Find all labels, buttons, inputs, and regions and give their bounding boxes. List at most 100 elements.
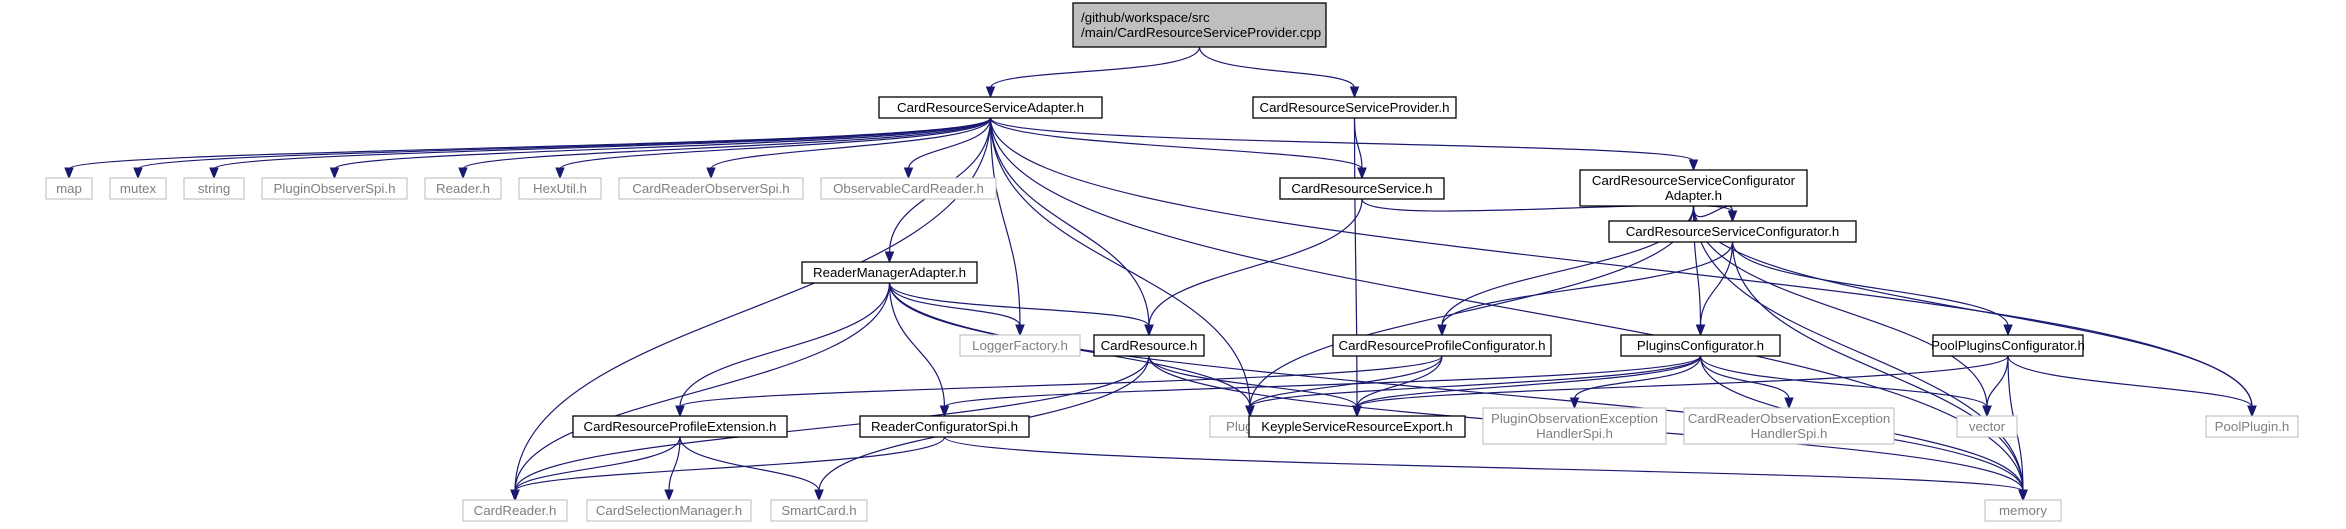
edge-configurator-to-profileConfigurator <box>1437 241 1734 337</box>
node-label-map: map <box>56 181 82 196</box>
edge-provider-to-service <box>1353 117 1367 180</box>
node-mutex: mutex <box>109 177 167 200</box>
edge-root-to-provider <box>1198 46 1360 99</box>
edge-adapter-to-readerH <box>458 117 992 180</box>
node-label-configAdapter: CardResourceServiceConfigurator <box>1592 173 1796 188</box>
node-label-mutex: mutex <box>120 181 157 196</box>
edge-readerManager-to-readerConfiguratorSpi <box>888 282 950 418</box>
edge-adapter-to-pluginObserverSpi <box>329 117 992 180</box>
node-label-cardReader: CardReader.h <box>474 503 557 518</box>
node-label-cardReaderObserverSpi: CardReaderObserverSpi.h <box>632 181 789 196</box>
edge-service-to-cardResource <box>1144 198 1363 337</box>
node-memory: memory <box>1984 499 2062 522</box>
edge-profileConfigurator-to-keypleExport <box>1352 355 1443 418</box>
edge-poolPluginsConfigurator-to-keypleExport <box>1352 355 2009 418</box>
node-label-vector: vector <box>1969 419 2006 434</box>
node-label-root: /main/CardResourceServiceProvider.cpp <box>1081 25 1321 40</box>
edge-profileExtension-to-cardReader <box>510 436 681 502</box>
node-readerManager[interactable]: ReaderManagerAdapter.h <box>801 261 978 284</box>
node-cardReaderObserverSpi: CardReaderObserverSpi.h <box>618 177 804 200</box>
node-observableCardReader: ObservableCardReader.h <box>820 177 997 200</box>
edge-poolPluginsConfigurator-to-vector <box>1982 355 2009 418</box>
node-profileExtension[interactable]: CardResourceProfileExtension.h <box>572 415 788 438</box>
node-label-profileConfigurator: CardResourceProfileConfigurator.h <box>1339 338 1546 353</box>
node-readerConfiguratorSpi[interactable]: ReaderConfiguratorSpi.h <box>859 415 1030 438</box>
edge-configAdapter-to-configurator <box>1692 205 1738 223</box>
edge-readerManager-to-cardReader <box>510 282 891 502</box>
edge-readerConfiguratorSpi-to-memory <box>943 436 2028 502</box>
node-label-observableCardReader: ObservableCardReader.h <box>833 181 984 196</box>
node-label-readerConfiguratorSpi: ReaderConfiguratorSpi.h <box>871 419 1018 434</box>
edge-root-to-adapter <box>985 46 1201 99</box>
edge-readerManager-to-profileExtension <box>675 282 891 418</box>
node-poolPluginsConfigurator[interactable]: PoolPluginsConfigurator.h <box>1931 334 2085 357</box>
node-label-cardResource: CardResource.h <box>1101 338 1198 353</box>
node-keypleExport[interactable]: KeypleServiceResourceExport.h <box>1248 415 1466 438</box>
node-label-loggerFactory: LoggerFactory.h <box>972 338 1068 353</box>
edge-profileExtension-to-smartCard <box>679 436 824 502</box>
node-label-poolPluginsConfigurator: PoolPluginsConfigurator.h <box>1931 338 2085 353</box>
node-poolPlugin: PoolPlugin.h <box>2205 415 2299 438</box>
node-provider[interactable]: CardResourceServiceProvider.h <box>1252 96 1457 119</box>
node-service[interactable]: CardResourceService.h <box>1279 177 1445 200</box>
edge-readerConfiguratorSpi-to-cardReader <box>510 436 946 502</box>
node-pluginsConfigurator[interactable]: PluginsConfigurator.h <box>1620 334 1781 357</box>
node-label-readerManager: ReaderManagerAdapter.h <box>813 265 966 280</box>
edge-adapter-to-poolPlugin <box>989 117 2257 418</box>
node-readerH: Reader.h <box>424 177 502 200</box>
node-label-pluginsConfigurator: PluginsConfigurator.h <box>1637 338 1764 353</box>
node-label-string: string <box>198 181 231 196</box>
node-cardSelectionManager: CardSelectionManager.h <box>586 499 752 522</box>
node-map: map <box>45 177 93 200</box>
node-label-keypleExport: KeypleServiceResourceExport.h <box>1261 419 1452 434</box>
edge-profileExtension-to-cardSelectionManager <box>664 436 681 502</box>
node-label-pluginObsHandler: HandlerSpi.h <box>1536 426 1613 441</box>
edge-configurator-to-poolPluginsConfigurator <box>1731 241 2013 337</box>
edge-pluginsConfigurator-to-vector <box>1699 355 1992 418</box>
node-smartCard: SmartCard.h <box>770 499 868 522</box>
edge-readerManager-to-loggerFactory <box>888 282 1025 337</box>
node-cardReader: CardReader.h <box>462 499 568 522</box>
edge-pluginsConfigurator-to-readerConfiguratorSpi <box>939 355 1702 418</box>
node-label-readerH: Reader.h <box>436 181 490 196</box>
node-label-configurator: CardResourceServiceConfigurator.h <box>1626 224 1840 239</box>
node-cardResource[interactable]: CardResource.h <box>1093 334 1205 357</box>
node-label-poolPlugin: PoolPlugin.h <box>2215 419 2290 434</box>
edge-adapter-to-string <box>209 117 992 180</box>
node-label-memory: memory <box>1999 503 2047 518</box>
edges-layer <box>64 46 2257 502</box>
edge-pluginsConfigurator-to-cardReaderObsHandler <box>1699 355 1794 410</box>
edge-adapter-to-configAdapter <box>989 117 1699 172</box>
edge-configurator-to-pluginsConfigurator <box>1695 241 1734 337</box>
node-label-cardReaderObsHandler: HandlerSpi.h <box>1751 426 1828 441</box>
edge-adapter-to-observableCardReader <box>903 117 992 180</box>
node-label-pluginObserverSpi: PluginObserverSpi.h <box>274 181 396 196</box>
edge-profileConfigurator-to-profileExtension <box>675 355 1443 418</box>
node-label-pluginObsHandler: PluginObservationException <box>1491 411 1658 426</box>
node-label-hexUtil: HexUtil.h <box>533 181 587 196</box>
nodes-layer: /github/workspace/src/main/CardResourceS… <box>45 2 2299 522</box>
edge-pluginsConfigurator-to-pluginObsHandler <box>1569 355 1702 410</box>
edge-adapter-to-hexUtil <box>555 117 992 180</box>
node-configurator[interactable]: CardResourceServiceConfigurator.h <box>1608 220 1857 243</box>
edge-poolPluginsConfigurator-to-poolPlugin <box>2007 355 2257 418</box>
edge-adapter-to-pluginH <box>989 117 1255 418</box>
edge-adapter-to-cardResource <box>989 117 1154 337</box>
node-string: string <box>183 177 245 200</box>
edge-readerManager-to-cardResource <box>888 282 1154 337</box>
edge-pluginsConfigurator-to-pluginH <box>1245 355 1702 418</box>
node-label-profileExtension: CardResourceProfileExtension.h <box>584 419 777 434</box>
node-label-root: /github/workspace/src <box>1081 10 1210 25</box>
node-root[interactable]: /github/workspace/src/main/CardResourceS… <box>1072 2 1327 48</box>
node-pluginObserverSpi: PluginObserverSpi.h <box>261 177 408 200</box>
node-label-smartCard: SmartCard.h <box>781 503 856 518</box>
edge-adapter-to-cardReaderObserverSpi <box>706 117 992 180</box>
node-label-configAdapter: Adapter.h <box>1665 188 1722 203</box>
node-profileConfigurator[interactable]: CardResourceProfileConfigurator.h <box>1332 334 1552 357</box>
node-label-provider: CardResourceServiceProvider.h <box>1260 100 1450 115</box>
node-adapter[interactable]: CardResourceServiceAdapter.h <box>878 96 1103 119</box>
node-loggerFactory: LoggerFactory.h <box>959 334 1081 357</box>
node-label-cardSelectionManager: CardSelectionManager.h <box>596 503 742 518</box>
